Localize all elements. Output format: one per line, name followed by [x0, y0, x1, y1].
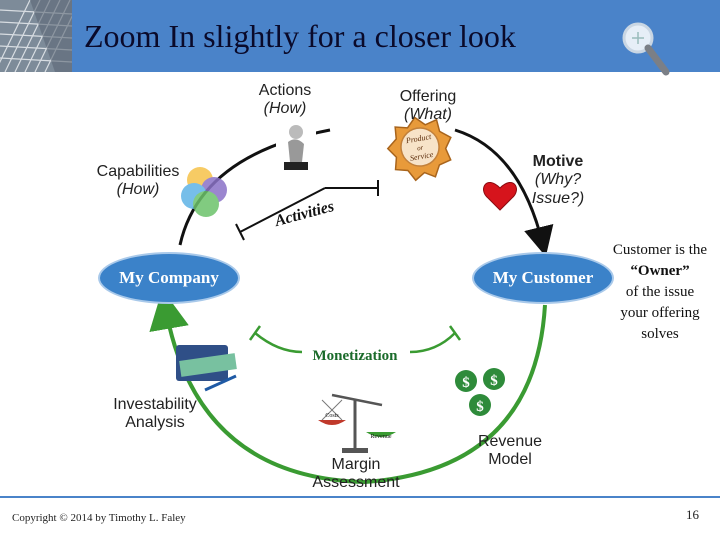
- activities-bracket: [239, 187, 326, 233]
- offering-label: Offering (What): [388, 88, 468, 125]
- motive-subtitle-2: Issue?): [531, 189, 585, 207]
- actions-title: Actions: [258, 82, 312, 99]
- note-line-5: solves: [641, 326, 679, 342]
- actions-label: Actions (How): [250, 82, 320, 119]
- note-line-2: “Owner”: [630, 263, 690, 279]
- dollar-bags-icon: $ $ $: [455, 368, 505, 416]
- magnifier-icon: [622, 22, 670, 76]
- slide-title: Zoom In slightly for a closer look: [84, 18, 516, 54]
- motive-title: Motive: [532, 153, 584, 170]
- venn-icon: [181, 167, 227, 217]
- heart-icon: [483, 182, 517, 211]
- margin-line-1: Margin: [331, 456, 381, 473]
- badge-text-3: Service: [409, 150, 434, 163]
- title-bar: Zoom In slightly for a closer look: [0, 0, 720, 76]
- monetization-bracket-left: [254, 332, 303, 354]
- investability-line-1: Investability: [113, 396, 197, 413]
- svg-text:$: $: [490, 373, 498, 389]
- investability-line-2: Analysis: [125, 414, 185, 432]
- note-line-3: of the issue: [625, 284, 695, 300]
- page-number: 16: [686, 507, 699, 522]
- revenue-line-2: Model: [488, 451, 532, 469]
- svg-text:$: $: [462, 375, 470, 391]
- upper-cycle-arc-right: [454, 128, 554, 257]
- activities-label: Activities: [272, 198, 336, 230]
- svg-text:$: $: [476, 399, 484, 415]
- investability-label: Investability Analysis: [100, 396, 210, 433]
- revenue-line-1: Revenue: [477, 433, 543, 450]
- footer-divider: [0, 496, 720, 498]
- scale-icon: Costs Revenue: [318, 393, 396, 453]
- product-badge-icon: Product or Service: [386, 116, 452, 182]
- capabilities-subtitle: (How): [116, 181, 160, 199]
- customer-owner-note: Customer is the “Owner” of the issue you…: [600, 240, 720, 345]
- scale-left-label: Costs: [325, 413, 339, 419]
- capabilities-title: Capabilities: [96, 163, 180, 180]
- motive-subtitle-1: (Why?: [534, 171, 582, 189]
- motive-label: Motive (Why? Issue?): [525, 153, 591, 208]
- my-company-node: My Company: [98, 252, 240, 304]
- note-line-4: your offering: [620, 305, 700, 321]
- offering-title: Offering: [399, 88, 457, 105]
- monetization-label: Monetization: [313, 348, 399, 364]
- checkbook-icon: [176, 345, 237, 392]
- offering-subtitle: (What): [404, 106, 452, 124]
- building-photo-icon: [0, 0, 72, 72]
- note-line-1: Customer is the: [612, 242, 708, 258]
- copyright-text: Copyright © 2014 by Timothy L. Faley: [12, 512, 186, 524]
- scale-right-label: Revenue: [371, 434, 392, 440]
- monetization-bracket-right: [409, 332, 456, 354]
- actions-subtitle: (How): [263, 100, 307, 118]
- lower-cycle-arc: [149, 289, 547, 485]
- thinker-icon: [276, 122, 316, 174]
- revenue-label: Revenue Model: [470, 433, 550, 470]
- margin-label: Margin Assessment: [305, 456, 407, 493]
- badge-text-2: or: [416, 143, 424, 152]
- margin-line-2: Assessment: [312, 474, 400, 492]
- my-customer-node: My Customer: [472, 252, 614, 304]
- capabilities-label: Capabilities (How): [90, 163, 186, 200]
